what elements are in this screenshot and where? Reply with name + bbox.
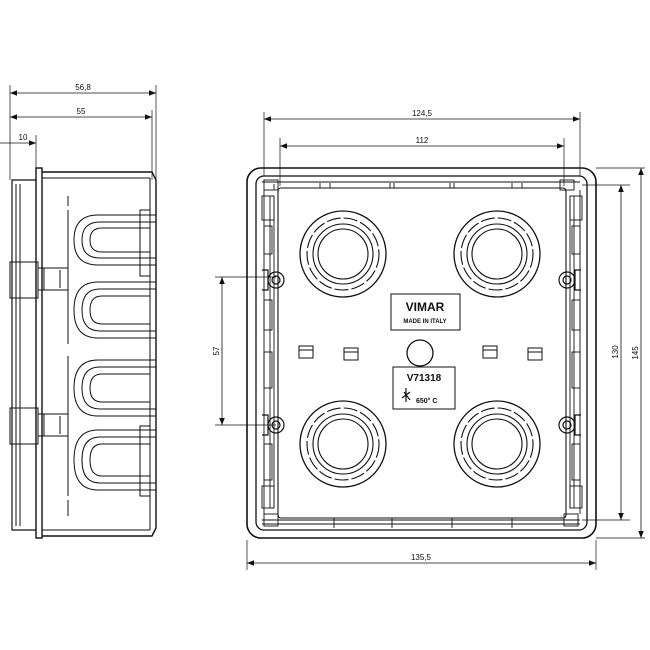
dim-outer-height: 145: [631, 346, 640, 360]
flange-outline: [246, 167, 597, 539]
side-flange: [35, 167, 43, 539]
side-knockout: [67, 426, 156, 496]
dim-body-depth: 55: [77, 107, 86, 116]
side-knockout: [67, 278, 156, 344]
screw-boss: [262, 269, 285, 291]
side-knockout: [67, 356, 156, 422]
front-view: [215, 112, 645, 570]
left-wall-ribs: [261, 190, 275, 514]
brand-label: VIMAR: [406, 300, 445, 314]
side-dimensions: [0, 90, 156, 146]
screw-boss: [262, 414, 285, 436]
dim-inner-width: 112: [416, 136, 429, 145]
dim-screw-spacing: 57: [212, 346, 221, 355]
knockout-bottom-right: [453, 400, 541, 488]
knockout-top-left: [299, 210, 387, 298]
origin-label: MADE IN ITALY: [403, 319, 446, 325]
code-plate: [392, 366, 456, 410]
right-wall-ribs: [569, 190, 583, 514]
dim-inner-height: 130: [611, 345, 620, 359]
dim-overall-depth: 56,8: [75, 83, 91, 92]
screw-boss: [558, 269, 581, 291]
side-body: [42, 171, 157, 537]
center-hole: [406, 339, 434, 367]
dim-flange-depth: 10: [19, 133, 28, 142]
inner-cavity: [277, 187, 567, 519]
brand-plate: [390, 293, 461, 331]
box-rim: [255, 175, 588, 531]
slots: [298, 345, 543, 361]
side-knockout: [67, 210, 156, 272]
flame-icon: [401, 388, 411, 402]
knockout-top-right: [453, 210, 541, 298]
front-dimensions: [219, 116, 644, 566]
dim-outer-width: 124,5: [412, 109, 433, 118]
dim-flange-width: 135,5: [411, 553, 432, 562]
side-view: [9, 85, 157, 539]
code-label: V71318: [407, 373, 442, 384]
knockout-bottom-left: [299, 400, 387, 488]
temperature-label: 650° C: [416, 397, 437, 405]
screw-boss: [558, 414, 581, 436]
